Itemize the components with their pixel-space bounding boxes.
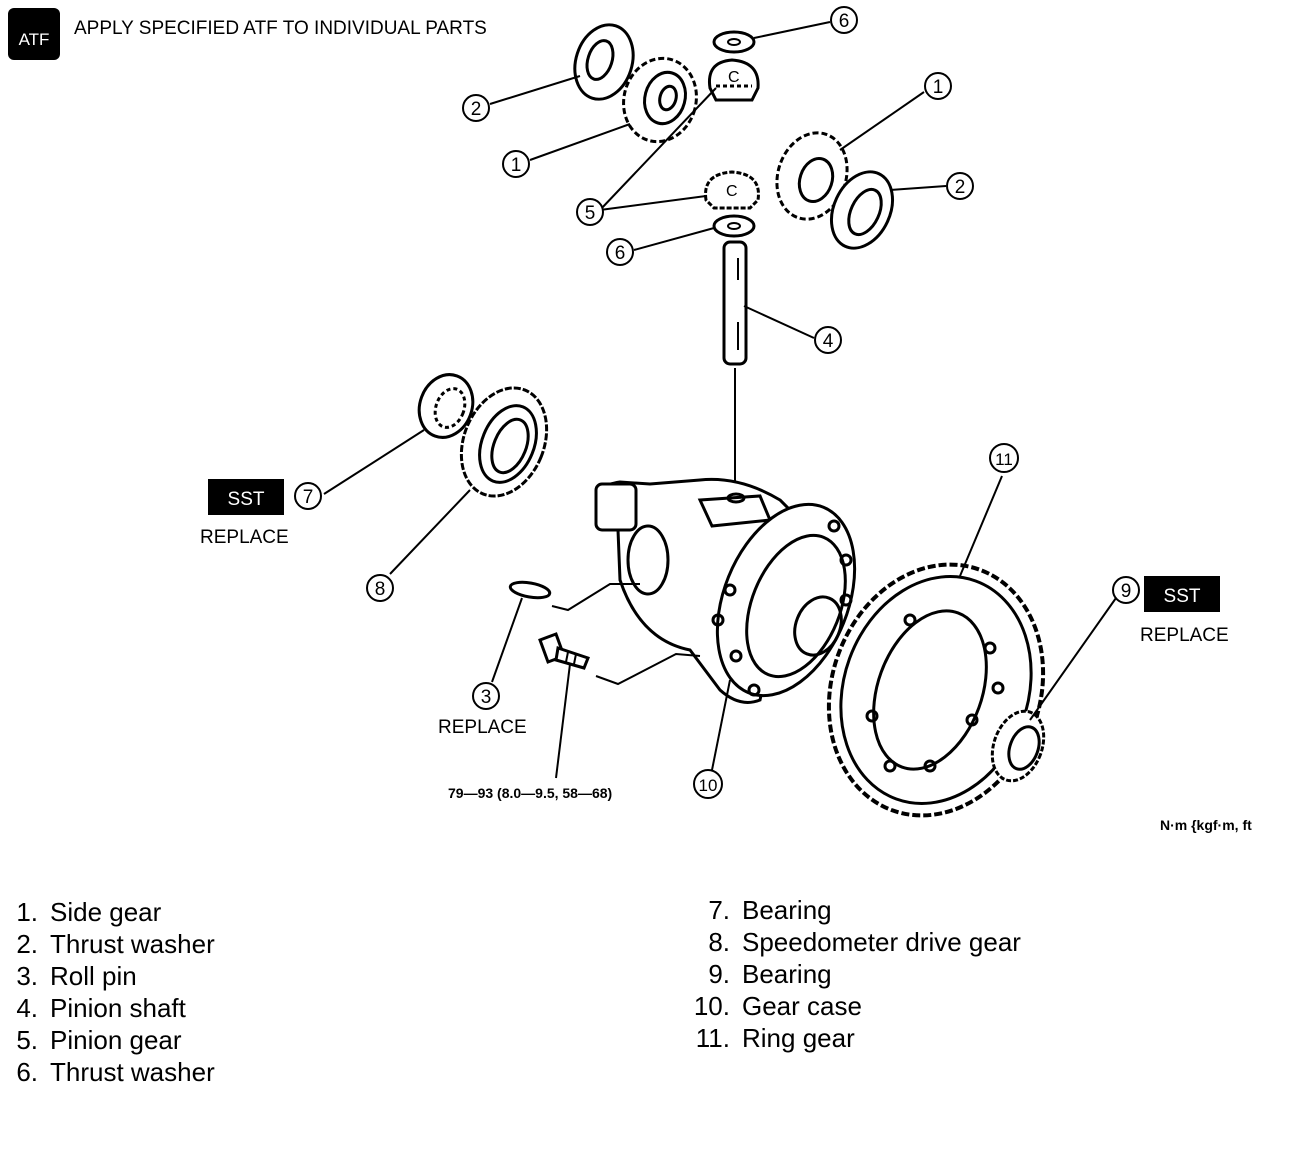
svg-text:SST: SST [1164, 586, 1201, 607]
roll-pin [508, 580, 552, 600]
callout-8: 8 [366, 574, 394, 602]
torque-units: N·m {kgf·m, ft [1160, 817, 1252, 833]
callout-7: 7 [294, 482, 322, 510]
pinion-shaft [722, 240, 748, 488]
sst-badge-left: SST [208, 479, 284, 515]
svg-text:SST: SST [228, 489, 265, 510]
torque-spec: 79—93 (8.0—9.5, 58—68) [448, 785, 612, 801]
legend-item: 10.Gear case [693, 991, 862, 1021]
svg-text:5: 5 [585, 203, 596, 224]
atf-note: APPLY SPECIFIED ATF TO INDIVIDUAL PARTS [74, 18, 487, 39]
replace-label-roll-pin: REPLACE [438, 717, 527, 738]
svg-text:9: 9 [1121, 581, 1132, 602]
svg-text:4: 4 [823, 331, 834, 352]
svg-text:11: 11 [995, 450, 1013, 469]
gear-case [594, 477, 857, 704]
svg-text:1: 1 [933, 77, 944, 98]
svg-text:2: 2 [955, 177, 966, 198]
speedometer-drive-gear [459, 386, 549, 498]
roll-pin-leader [551, 583, 640, 612]
legend-item: 1.Side gear [16, 897, 162, 927]
svg-text:6: 6 [839, 11, 850, 32]
legend-item: 7.Bearing [708, 895, 832, 925]
replace-label-left: REPLACE [200, 527, 289, 548]
svg-text:1: 1 [511, 155, 522, 176]
atf-badge-label: ATF [19, 30, 50, 49]
legend-item: 6.Thrust washer [16, 1057, 215, 1087]
bolt-leader [595, 652, 701, 686]
svg-text:8: 8 [375, 579, 386, 600]
svg-text:6: 6 [615, 243, 626, 264]
thrust-washer-6-upper [712, 30, 756, 54]
callout-2-right: 2 [946, 172, 974, 200]
thrust-washer-right [830, 170, 894, 250]
legend-item: 4.Pinion shaft [16, 993, 186, 1023]
sst-badge-right: SST [1144, 576, 1220, 612]
callout-5: 5 [576, 198, 604, 226]
pinion-gear-lower: C [704, 170, 760, 210]
svg-text:10: 10 [699, 776, 718, 795]
atf-badge: ATF [8, 8, 60, 60]
legend-item: 5.Pinion gear [16, 1025, 182, 1055]
callout-4: 4 [814, 326, 842, 354]
legend-item: 9.Bearing [708, 959, 832, 989]
callout-1-upper: 1 [502, 150, 530, 178]
callout-10: 10 [693, 769, 723, 799]
legend-item: 3.Roll pin [16, 961, 137, 991]
svg-text:3: 3 [481, 687, 492, 708]
thrust-washer-6-lower [712, 214, 756, 238]
callout-6-lower: 6 [606, 238, 634, 266]
callout-2-upper: 2 [462, 94, 490, 122]
parts-legend-left: 1.Side gear 2.Thrust washer 3.Roll pin 4… [8, 896, 215, 1088]
bearing-left [417, 373, 475, 439]
legend-item: 8.Speedometer drive gear [708, 927, 1021, 957]
callout-9: 9 [1112, 576, 1140, 604]
bearing-right [990, 709, 1046, 783]
side-gear-upper-left [622, 56, 698, 144]
ring-gear-bolt [538, 632, 590, 670]
parts-legend-right: 7.Bearing 8.Speedometer drive gear 9.Bea… [690, 894, 1021, 1054]
pinion-gear-upper: C [707, 58, 760, 102]
thrust-washer-upper-left [573, 23, 635, 101]
callout-1-right: 1 [924, 72, 952, 100]
svg-text:2: 2 [471, 99, 482, 120]
svg-text:7: 7 [303, 487, 314, 508]
svg-text:C: C [728, 69, 740, 86]
svg-text:C: C [726, 183, 738, 200]
callout-11: 11 [989, 443, 1019, 473]
legend-item: 2.Thrust washer [16, 929, 215, 959]
callout-3: 3 [472, 682, 500, 710]
replace-label-right: REPLACE [1140, 625, 1229, 646]
callout-6-upper: 6 [830, 6, 858, 34]
leader-lines [323, 21, 1117, 779]
legend-item: 11.Ring gear [695, 1023, 855, 1053]
